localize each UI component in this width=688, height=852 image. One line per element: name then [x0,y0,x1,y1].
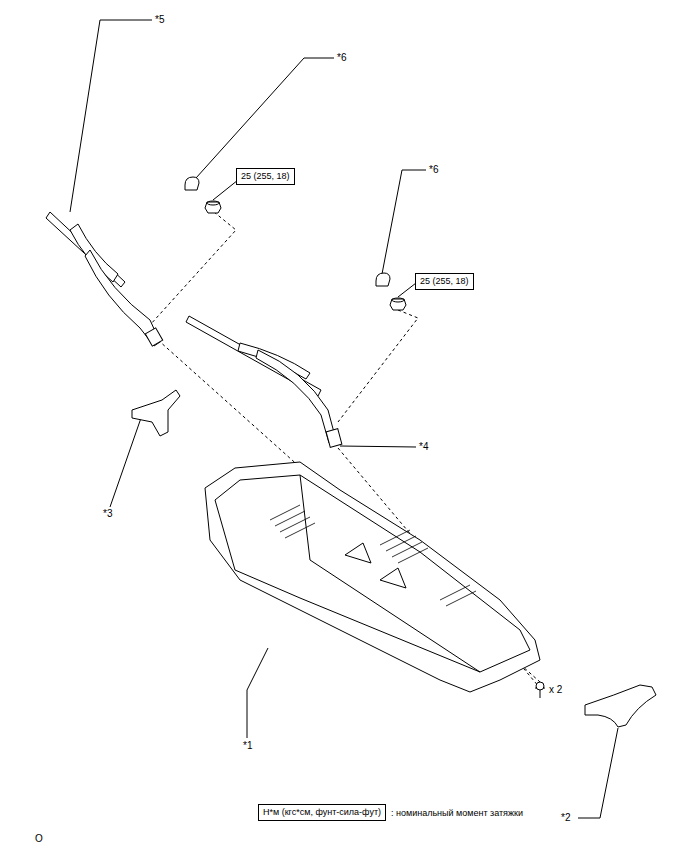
callout-number: *1 [242,740,253,752]
torque-value: 25 (255, 18) [416,274,473,289]
callout-number: *4 [418,441,429,453]
torque-box: 25 (255, 18) [236,168,295,185]
callout-number: *6 [428,164,439,176]
note-text: O [34,833,44,845]
torque-box: 25 (255, 18) [415,273,474,290]
note-text: x 2 [548,684,563,696]
callout-number: *2 [560,812,571,824]
callout-number: *5 [154,14,165,26]
unit-text: Н*м (кгс*см, фунт-сила-фут) [259,805,385,820]
torque-value: 25 (255, 18) [237,169,294,184]
callout-number: *6 [336,52,347,64]
unit-box: Н*м (кгс*см, фунт-сила-фут) [258,804,386,821]
callout-number: *3 [102,508,113,520]
legend-text: : номинальный момент затяжки [390,807,524,819]
